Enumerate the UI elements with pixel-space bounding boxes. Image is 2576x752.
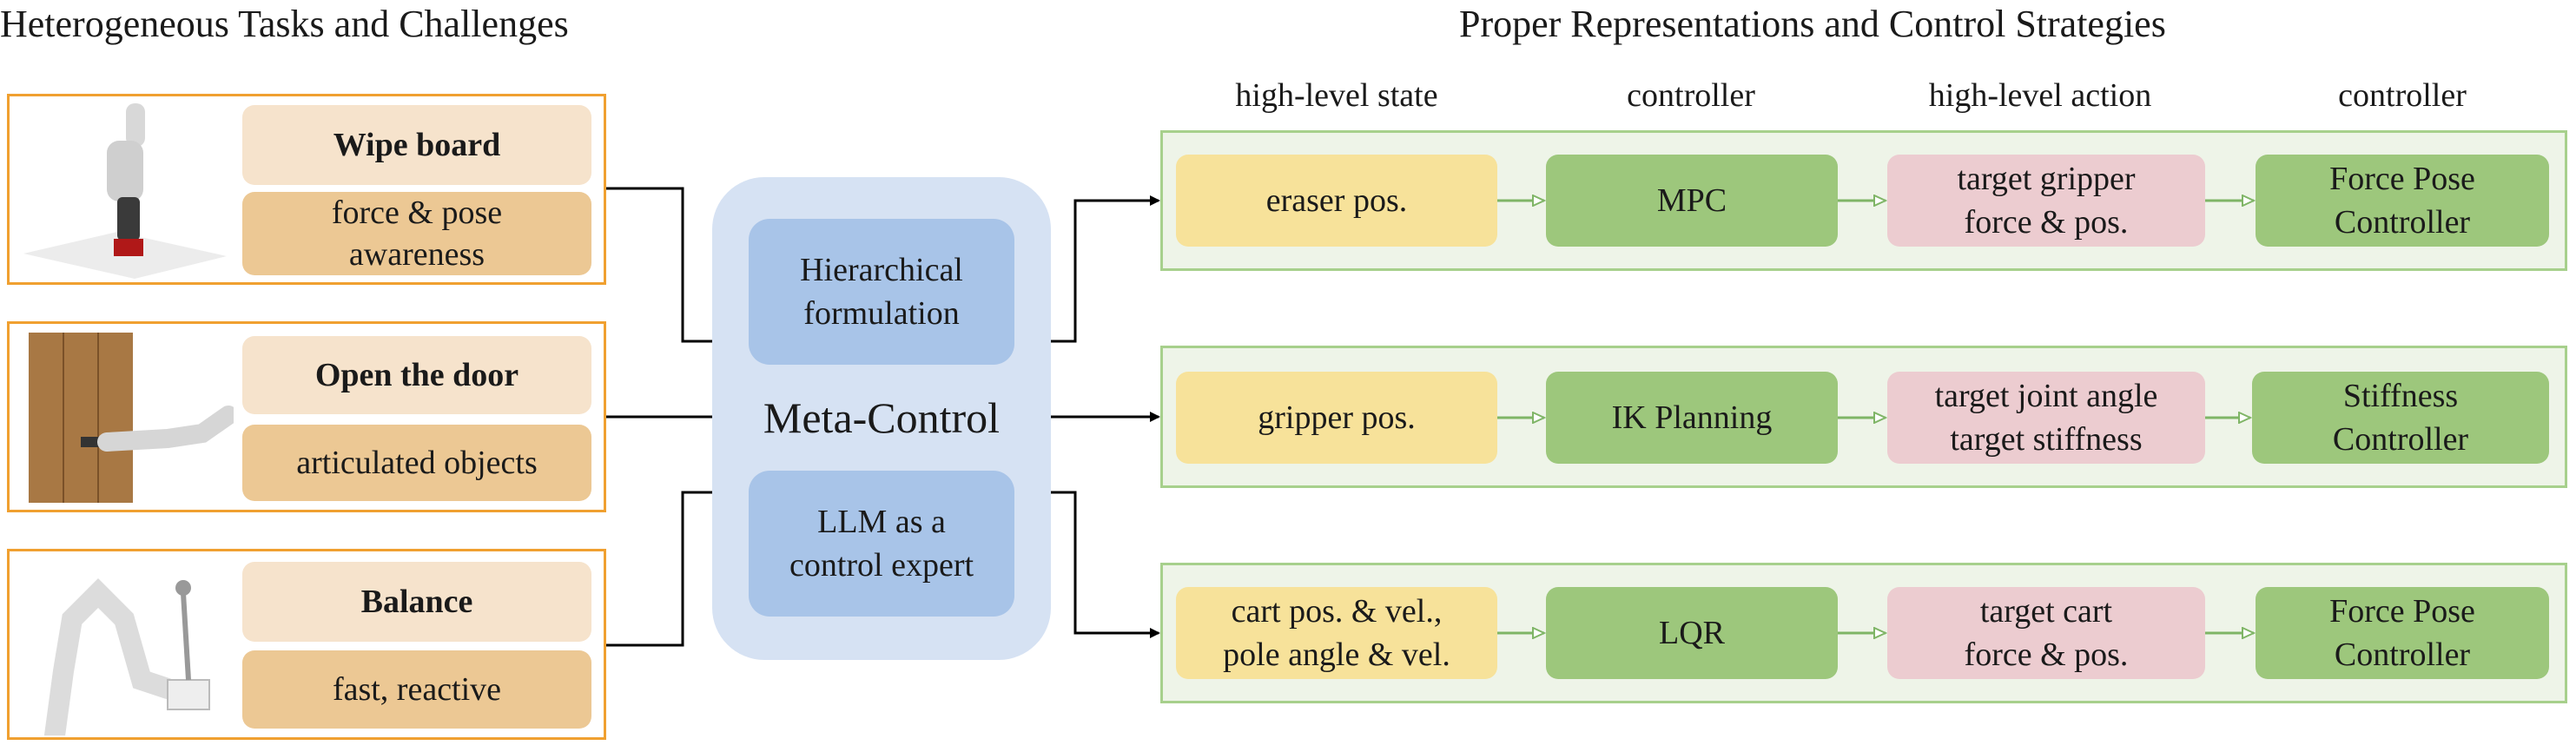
llm-control-expert-box: LLM as a control expert	[749, 471, 1014, 617]
robot-balance-image	[29, 558, 234, 736]
arrow-meta-to-row1	[1051, 195, 1160, 343]
state-box-row1: eraser pos.	[1176, 155, 1497, 247]
task-name-wipe-board: Wipe board	[242, 105, 591, 185]
hierarchical-line1: Hierarchical	[800, 252, 963, 288]
task-challenge-balance: fast, reactive	[242, 650, 591, 729]
column-header-controller-1: controller	[1627, 77, 1755, 114]
planner-box-row3: LQR	[1546, 587, 1838, 679]
controller-box-row2: Stiffness Controller	[2252, 372, 2549, 464]
planner-box-row1: MPC	[1546, 155, 1838, 247]
controller-line1: Force Pose	[2329, 161, 2475, 197]
arrow-meta-to-row3	[1051, 491, 1160, 638]
task-card-balance: Balance fast, reactive	[7, 549, 606, 740]
llm-line2: control expert	[789, 547, 974, 584]
hierarchical-line2: formulation	[803, 295, 960, 332]
controller-line1: Force Pose	[2329, 593, 2475, 630]
llm-line1: LLM as a	[817, 504, 946, 540]
state-line1: cart pos. & vel.,	[1231, 593, 1443, 630]
task-name-balance: Balance	[242, 562, 591, 642]
controller-line2: Controller	[2334, 637, 2471, 673]
task-challenge-line2: awareness	[348, 236, 485, 273]
controller-line2: Controller	[2334, 204, 2471, 241]
state-box-row3: cart pos. & vel., pole angle & vel.	[1176, 587, 1497, 679]
task-card-open-door: Open the door articulated objects	[7, 321, 606, 512]
controller-line1: Stiffness	[2342, 378, 2459, 414]
action-box-row1: target gripper force & pos.	[1887, 155, 2205, 247]
action-line1: target joint angle	[1934, 378, 2158, 414]
action-line2: force & pos.	[1964, 204, 2129, 241]
hierarchical-formulation-box: Hierarchical formulation	[749, 219, 1014, 365]
action-box-row3: target cart force & pos.	[1887, 587, 2205, 679]
controller-box-row3: Force Pose Controller	[2256, 587, 2549, 679]
task-challenge-wipe-board: force & pose awareness	[242, 192, 591, 275]
task-challenge-line1: force & pose	[331, 195, 503, 231]
meta-control-title: Meta-Control	[763, 393, 1001, 442]
planner-box-row2: IK Planning	[1546, 372, 1838, 464]
task-name-open-door: Open the door	[242, 336, 591, 414]
state-line2: pole angle & vel.	[1223, 637, 1450, 673]
action-line1: target cart	[1979, 593, 2113, 630]
robot-open-door-image	[29, 333, 234, 503]
right-section-title: Proper Representations and Control Strat…	[1459, 3, 2166, 45]
state-box-row2: gripper pos.	[1176, 372, 1497, 464]
task-card-wipe-board: Wipe board force & pose awareness	[7, 94, 606, 285]
controller-box-row1: Force Pose Controller	[2256, 155, 2549, 247]
robot-wipe-board-image	[22, 102, 227, 279]
state-line1: eraser pos.	[1265, 182, 1408, 219]
wire-balance-to-meta	[605, 491, 712, 647]
action-line2: force & pos.	[1964, 637, 2129, 673]
column-header-controller-2: controller	[2338, 77, 2467, 114]
column-header-high-level-action: high-level action	[1928, 77, 2152, 114]
task-challenge-open-door: articulated objects	[242, 425, 591, 501]
action-line2: target stiffness	[1950, 421, 2143, 458]
action-line1: target gripper	[1957, 161, 2136, 197]
wire-wipe-to-meta	[605, 187, 712, 343]
column-header-high-level-state: high-level state	[1235, 77, 1438, 114]
controller-line2: Controller	[2332, 421, 2469, 458]
action-box-row2: target joint angle target stiffness	[1887, 372, 2205, 464]
left-section-title: Heterogeneous Tasks and Challenges	[0, 3, 569, 45]
